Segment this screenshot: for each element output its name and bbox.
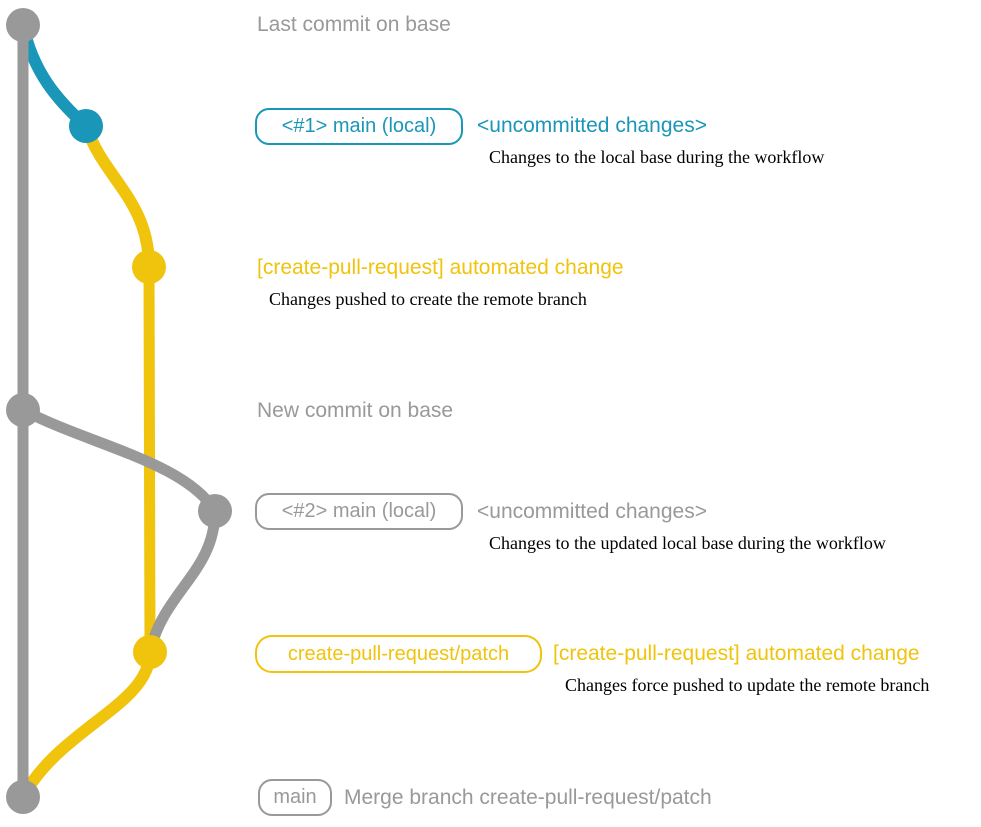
branch-line-main-local-2-out	[20, 405, 220, 515]
branch-line-main-local-2-in	[144, 510, 221, 654]
branch-label-main-local-2-text: <#2> main (local)	[281, 500, 437, 522]
branch-line-main-local-top	[17, 23, 91, 131]
heading-automated-change-1: [create-pull-request] automated change	[257, 256, 624, 279]
branch-label-patch: create-pull-request/patch	[255, 635, 542, 673]
branch-label-main-text: main	[273, 786, 317, 808]
commit-node-last-commit-on-base	[6, 8, 40, 42]
commit-graph	[6, 8, 232, 814]
description-automated-change-1: Changes pushed to create the remote bran…	[269, 289, 587, 309]
branch-label-main-local-1: <#1> main (local)	[255, 108, 463, 145]
branch-label-main: main	[258, 779, 332, 816]
description-automated-change-2: Changes force pushed to update the remot…	[565, 675, 930, 695]
branch-label-patch-text: create-pull-request/patch	[287, 642, 510, 665]
commit-node-automated-change-1	[132, 250, 166, 284]
branch-label-main-local-1-text: <#1> main (local)	[281, 115, 437, 137]
heading-uncommitted-changes-2: <uncommitted changes>	[477, 500, 707, 523]
branch-label-main-local-2: <#2> main (local)	[255, 493, 463, 530]
commit-node-automated-change-2	[133, 635, 167, 669]
heading-uncommitted-changes-1: <uncommitted changes>	[477, 114, 707, 137]
commit-node-new-commit-on-base	[6, 393, 40, 427]
description-uncommitted-changes-1: Changes to the local base during the wor…	[489, 147, 825, 167]
commit-node-main-local-2	[198, 494, 232, 528]
caption-last-commit-on-base: Last commit on base	[257, 13, 451, 36]
branch-line-patch-merge	[17, 651, 156, 800]
commit-node-main-local-1	[69, 109, 103, 143]
branch-line-patch-from-main	[80, 124, 155, 268]
heading-merge-branch: Merge branch create-pull-request/patch	[344, 786, 712, 809]
heading-automated-change-2: [create-pull-request] automated change	[553, 642, 920, 665]
description-uncommitted-changes-2: Changes to the updated local base during…	[489, 533, 886, 553]
commit-node-merge	[6, 780, 40, 814]
caption-new-commit-on-base: New commit on base	[257, 399, 454, 422]
